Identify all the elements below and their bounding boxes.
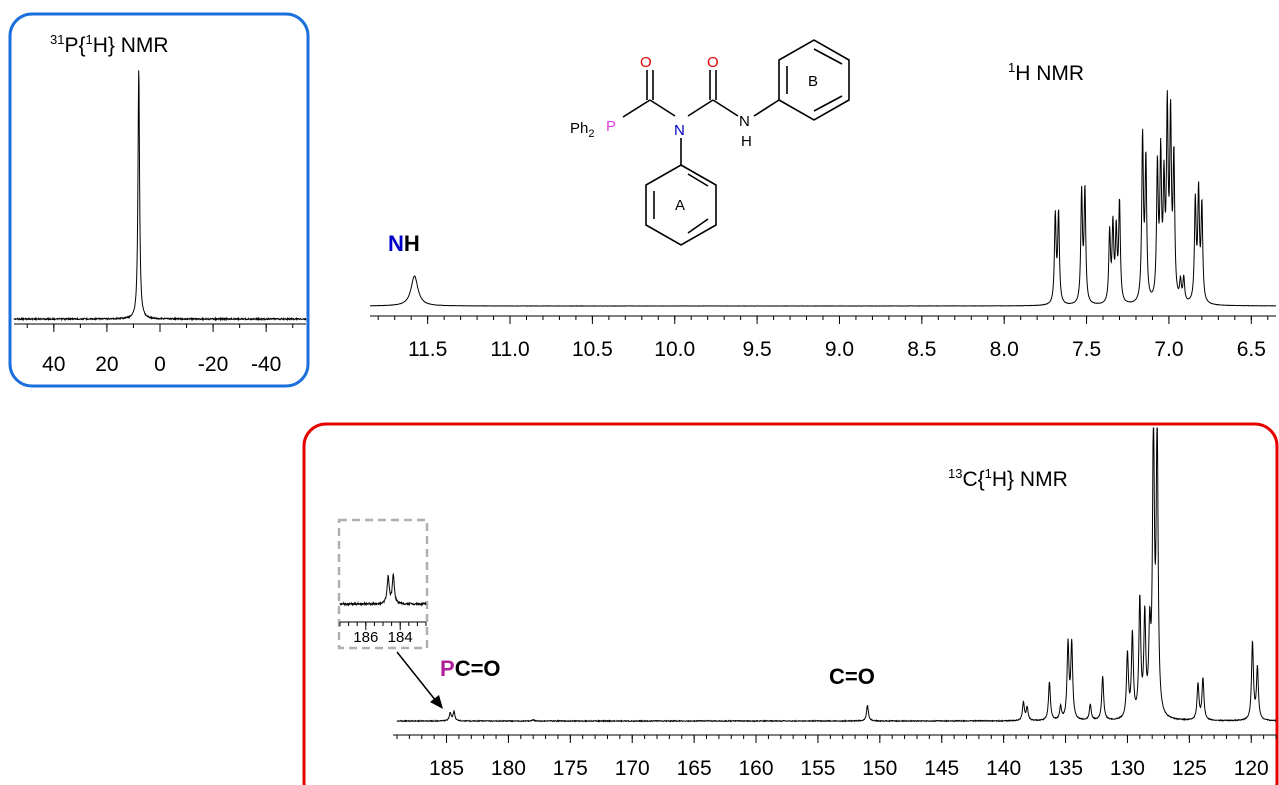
p31-tick-label: 20 xyxy=(95,353,118,376)
c13-tick-label: 120 xyxy=(1234,757,1269,780)
c13-tick-label: 165 xyxy=(677,757,712,780)
ring-b-label: B xyxy=(808,73,818,90)
ph2-subscript: 2 xyxy=(588,128,594,140)
ring-b-hexagon xyxy=(778,39,850,121)
atom-n: N xyxy=(674,122,685,139)
h1-tick-label: 7.5 xyxy=(1072,338,1101,361)
c13-frame xyxy=(302,422,1279,785)
pco-label-p: P xyxy=(440,656,455,681)
c13-tick-label: 160 xyxy=(739,757,774,780)
ring-a-label: A xyxy=(675,197,685,214)
c13-tick-label: 180 xyxy=(491,757,526,780)
atom-nh-h: H xyxy=(741,133,752,150)
h1-tick-label: 6.5 xyxy=(1237,338,1266,361)
bond-nh-ringb xyxy=(753,99,780,117)
p31-title: 31P{1H} NMR xyxy=(50,32,169,57)
c13-tick-label: 185 xyxy=(429,757,464,780)
bond-c1-n xyxy=(649,99,676,117)
ring-a-inner-2 xyxy=(687,218,709,234)
nh-label-h: H xyxy=(404,231,420,256)
pco-peak-label: PC=O xyxy=(440,656,501,681)
p31-title-sup: 31 xyxy=(50,32,64,47)
c13-title-sup: 13 xyxy=(948,466,962,481)
c13-spectrum-trace xyxy=(396,427,1277,723)
c13-x-ticks: 185 180 175 170 165 160 155 150 145 140 135 130 125 1… xyxy=(396,735,1277,780)
h1-tick-label: 9.0 xyxy=(825,338,854,361)
ring-a-inner-1 xyxy=(687,173,709,187)
h1-title-sup: 1 xyxy=(1008,60,1015,75)
h1-x-ticks: 11.5 11.0 10.5 10.0 9.5 9.0 8.5 8.0 7.5 7.0 6.5 xyxy=(377,316,1269,361)
ph2-label: Ph2 xyxy=(570,120,594,140)
p31-tick-label: 0 xyxy=(154,353,166,376)
c13-tick-label: 155 xyxy=(800,757,835,780)
p31-tick-label: -40 xyxy=(251,353,281,376)
p31-tick-label: -20 xyxy=(198,353,228,376)
co-peak-label: C=O xyxy=(829,664,875,689)
inset-arrow-line xyxy=(396,651,437,702)
h1-tick-label: 10.0 xyxy=(654,338,695,361)
structure-labels: O O N N H Ph2 P A B xyxy=(570,54,818,214)
bond-c2-nh xyxy=(712,99,739,117)
h1-title-rest: H NMR xyxy=(1015,62,1084,85)
nh-label-n: N xyxy=(388,231,404,256)
ring-b-inner-3 xyxy=(813,95,843,112)
atom-o2: O xyxy=(707,54,719,71)
inset-x-ticks: 186 184 xyxy=(339,622,427,646)
inset-frame xyxy=(337,518,429,650)
h1-tick-label: 7.0 xyxy=(1154,338,1183,361)
inset-tick-label: 184 xyxy=(388,629,413,646)
h1-tick-label: 11.0 xyxy=(490,338,529,361)
p31-title-end: H} NMR xyxy=(93,34,169,57)
ring-b-inner-2 xyxy=(813,48,843,65)
pco-label-rest: C=O xyxy=(455,656,501,681)
ring-a-hexagon xyxy=(645,164,717,246)
c13-tick-label: 145 xyxy=(924,757,959,780)
c13-tick-label: 125 xyxy=(1172,757,1207,780)
h1-title: 1H NMR xyxy=(1008,60,1084,85)
bond-n-c2 xyxy=(687,99,714,117)
inset-arrow-head xyxy=(430,695,443,709)
h1-tick-label: 8.0 xyxy=(990,338,1019,361)
c13-tick-label: 130 xyxy=(1110,757,1145,780)
c13-title-rest: C{ xyxy=(962,468,984,491)
h1-spectrum-trace xyxy=(369,90,1277,307)
c13-tick-label: 135 xyxy=(1048,757,1083,780)
chemical-structure xyxy=(622,39,850,246)
c13-tick-label: 140 xyxy=(986,757,1021,780)
atom-p: P xyxy=(606,118,616,135)
p31-title-rest: P{ xyxy=(64,34,85,57)
p31-frame xyxy=(8,12,310,388)
p31-spectrum-panel: 31P{1H} NMR 40 20 0 -20 -40 xyxy=(13,32,307,376)
h1-tick-label: 9.5 xyxy=(743,338,772,361)
c13-title: 13C{1H} NMR xyxy=(948,466,1068,491)
c13-tick-label: 175 xyxy=(553,757,588,780)
p31-tick-label: 40 xyxy=(42,353,65,376)
atom-o1: O xyxy=(640,54,652,71)
c13-title-sup2: 1 xyxy=(985,466,992,481)
h1-tick-label: 11.5 xyxy=(408,338,447,361)
ph2-text: Ph xyxy=(570,120,588,137)
inset-spectrum-trace xyxy=(339,572,427,607)
h1-tick-label: 10.5 xyxy=(572,338,613,361)
c13-title-end: H} NMR xyxy=(992,468,1068,491)
p31-title-sup2: 1 xyxy=(86,32,93,47)
nh-peak-label: NH xyxy=(388,231,420,256)
atom-nh-n: N xyxy=(739,113,750,130)
p31-x-ticks: 40 20 0 -20 -40 xyxy=(26,324,294,376)
inset-tick-label: 186 xyxy=(353,629,378,646)
c13-tick-label: 150 xyxy=(862,757,897,780)
h1-tick-label: 8.5 xyxy=(907,338,936,361)
p31-spectrum-trace xyxy=(13,70,307,322)
bond-p-c1 xyxy=(622,99,651,118)
c13-tick-label: 170 xyxy=(615,757,650,780)
